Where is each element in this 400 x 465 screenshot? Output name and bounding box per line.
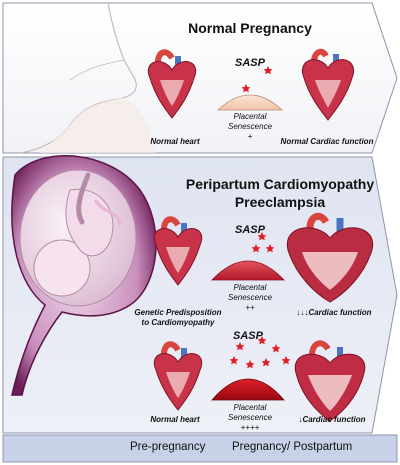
placental-senescence-row2: Placental Senescence ++++: [227, 403, 273, 432]
umbilical-cord-icon: [93, 199, 122, 226]
timeline-pregnancy-postpartum: Pregnancy/ Postpartum: [232, 441, 353, 453]
reduced-cardiac-function-caption-row2: ↓Cardiac function: [298, 415, 366, 424]
normal-pregnancy-title: Normal Pregnancy: [188, 20, 312, 36]
pathology-title: Peripartum Cardiomyopathy Preeclampsia: [185, 176, 375, 210]
heart-icon: [153, 341, 203, 411]
uterus-illustration: [11, 155, 157, 396]
sasp-label-row1: SASP: [235, 224, 265, 236]
enlarged-heart-icon: [294, 340, 366, 422]
sasp-label-row2: SASP: [233, 330, 263, 342]
normal-heart-caption-top: Normal heart: [150, 137, 200, 146]
placenta-dome-mild: [216, 94, 284, 111]
dilated-heart-icon: [286, 212, 374, 303]
genetic-predisposition-caption: Genetic Predisposition to Cardiomyopathy: [134, 308, 222, 327]
fetus-arm-icon: [76, 172, 91, 225]
heart-icon: [147, 49, 197, 119]
placental-senescence-top: Placental Senescence +: [227, 112, 273, 141]
fetus-head-icon: [33, 239, 91, 297]
normal-cardiac-function-caption: Normal Cardiac function: [280, 137, 374, 146]
normal-heart-caption-row2: Normal heart: [150, 415, 200, 424]
skin-shading: [40, 97, 155, 153]
timeline-pre-pregnancy: Pre-pregnancy: [130, 441, 206, 453]
heart-icon: [301, 48, 355, 121]
placental-senescence-row1: Placental Senescence ++: [227, 283, 273, 312]
reduced-cardiac-function-caption-row1: ↓↓↓Cardiac function: [296, 308, 372, 317]
sasp-particles: [229, 66, 291, 369]
timeline-bar: [2, 434, 398, 463]
placenta-dome-moderate: [211, 260, 285, 281]
sasp-label-top: SASP: [235, 57, 265, 69]
placenta-dome-severe: [211, 378, 285, 401]
heart-icon: [153, 216, 203, 286]
